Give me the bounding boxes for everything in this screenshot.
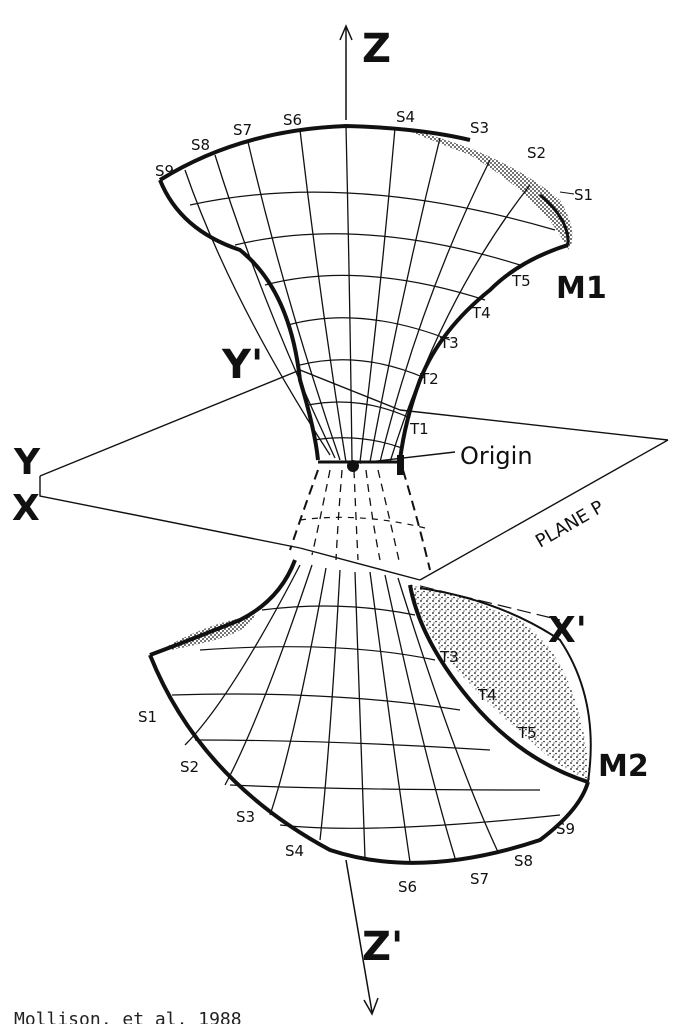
- upper-s-label: S8: [191, 136, 210, 154]
- axis-label-z-prime: Z': [362, 924, 403, 970]
- plane-label: PLANE P: [532, 497, 608, 553]
- upper-s-label: S1: [574, 186, 593, 204]
- lower-t-label: T3: [439, 648, 459, 666]
- plane-p: [39, 369, 669, 621]
- lower-s-label: S3: [236, 808, 255, 826]
- upper-t-label: T2: [419, 370, 439, 388]
- lower-t-label: T4: [477, 686, 497, 704]
- lower-s-label: S6: [398, 878, 417, 896]
- axis-label-y: Y: [13, 442, 41, 483]
- lower-s-label: S7: [470, 870, 489, 888]
- lower-sheet-m2: [148, 559, 592, 865]
- upper-s-label: S3: [470, 119, 489, 137]
- upper-s-label: S4: [396, 108, 415, 126]
- credit-text: Mollison, et al, 1988: [14, 1009, 242, 1024]
- lower-s-labels: S1 S2 S3 S4 S6 S7 S8 S9: [138, 708, 575, 896]
- upper-s-labels: S9 S8 S7 S6 S4 S3 S2 S1: [155, 108, 593, 204]
- lower-s-label: S9: [556, 820, 575, 838]
- lower-s-label: S8: [514, 852, 533, 870]
- lower-s-label: S4: [285, 842, 304, 860]
- origin-marker: [347, 451, 456, 475]
- upper-s-label: S7: [233, 121, 252, 139]
- upper-t-label: T4: [471, 304, 491, 322]
- lower-s-label: S2: [180, 758, 199, 776]
- upper-t-label: T1: [409, 420, 429, 438]
- origin-label: Origin: [460, 442, 533, 470]
- upper-t-label: T5: [511, 272, 531, 290]
- axis-label-x-prime: X': [548, 610, 587, 651]
- axis-label-z: Z: [362, 26, 391, 72]
- upper-t-label: T3: [439, 334, 459, 352]
- z-axis: [339, 24, 379, 1016]
- sheet-label-m1: M1: [556, 271, 607, 306]
- axis-label-x: X: [12, 488, 40, 529]
- upper-s-label: S9: [155, 162, 174, 180]
- lower-t-labels: T3 T4 T5: [439, 648, 537, 742]
- lower-s-label: S1: [138, 708, 157, 726]
- axis-label-y-prime: Y': [221, 342, 263, 388]
- upper-t-labels: T5 T4 T3 T2 T1: [409, 272, 531, 438]
- lower-t-label: T5: [517, 724, 537, 742]
- upper-sheet-m1: [158, 123, 573, 463]
- neck-dashed: [289, 460, 431, 571]
- sheet-label-m2: M2: [598, 749, 649, 784]
- upper-s-label: S2: [527, 144, 546, 162]
- upper-s-label: S6: [283, 111, 302, 129]
